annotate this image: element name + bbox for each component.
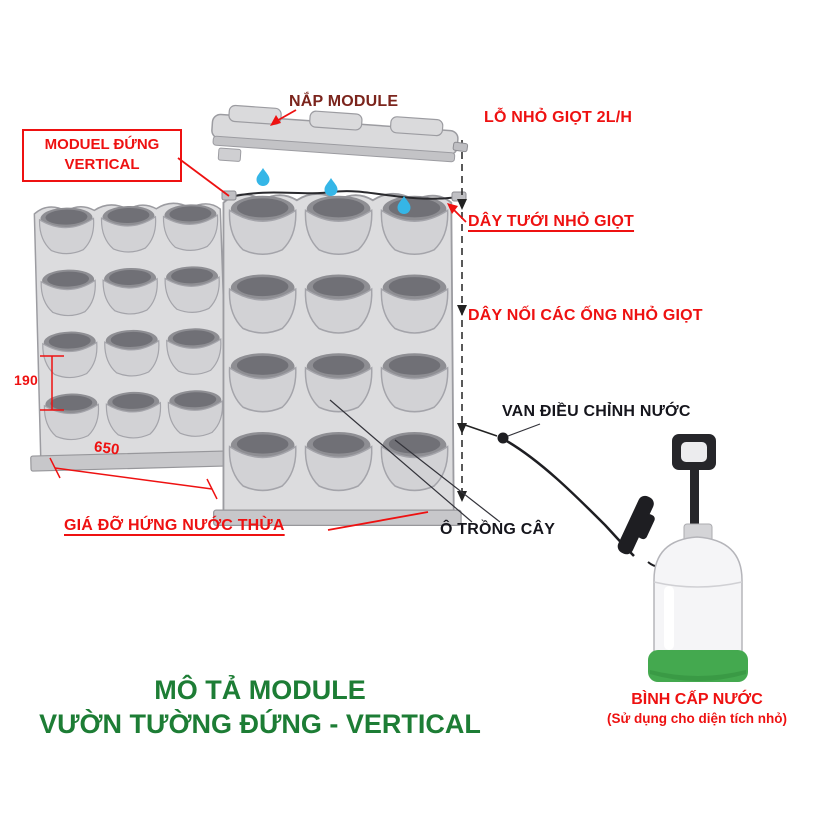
module-lid <box>211 104 459 163</box>
lid-label: NẮP MODULE <box>289 93 399 110</box>
sprayer-pump-shaft <box>690 466 699 548</box>
module-label-line1: MODUEL ĐỨNG <box>44 136 160 153</box>
page-title-line1: MÔ TẢ MODULE <box>154 675 366 705</box>
lid-arrowhead <box>270 115 281 126</box>
drain-tray <box>213 509 462 526</box>
sprayer-pump-handle <box>672 434 716 470</box>
water-valve <box>464 424 509 444</box>
lid-fitting <box>217 147 242 162</box>
drip-tube-label: DÂY TƯỚI NHỎ GIỌT <box>468 213 635 230</box>
assembly-dashed-line <box>452 140 469 502</box>
cell-pointer-lines <box>329 399 541 523</box>
tube-connector-label: DÂY NỐI CÁC ỐNG NHỎ GIỌT <box>468 307 703 324</box>
sprayer-caption: BÌNH CẤP NƯỚC (Sử dụng cho diện tích nhỏ… <box>572 690 820 728</box>
dimension-width-label: 650 <box>92 438 121 459</box>
page-title-line2: VƯỜN TƯỜNG ĐỨNG - VERTICAL <box>39 708 481 739</box>
sprayer-name: BÌNH CẤP NƯỚC <box>631 691 763 708</box>
sprayer-bottle <box>653 523 743 661</box>
sprayer-trigger <box>617 495 655 555</box>
drip-hole-label: LỖ NHỎ GIỌT 2L/H <box>484 109 633 126</box>
module-label-box: MODUEL ĐỨNG VERTICAL <box>22 129 182 182</box>
plant-cell-label: Ô TRỒNG CÂY <box>440 521 556 538</box>
drain-tray-label: GIÁ ĐỠ HỨNG NƯỚC THỪA <box>64 517 285 534</box>
sprayer-base <box>648 650 748 682</box>
dimension-height-label: 190 <box>14 372 38 388</box>
tube-arrowhead <box>447 203 458 214</box>
dimension-190-bracket <box>40 355 64 411</box>
module-label-line2: VERTICAL <box>64 156 140 174</box>
sprayer <box>648 434 748 682</box>
water-droplets <box>256 168 411 214</box>
sprayer-note: (Sử dụng cho diện tích nhỏ) <box>606 711 787 726</box>
water-valve-label: VAN ĐIỀU CHỈNH NƯỚC <box>502 403 691 420</box>
dimension-650-line <box>49 457 218 500</box>
page-title: MÔ TẢ MODULE VƯỜN TƯỜNG ĐỨNG - VERTICAL <box>10 674 510 742</box>
right-module <box>213 194 462 526</box>
left-module <box>30 202 236 472</box>
